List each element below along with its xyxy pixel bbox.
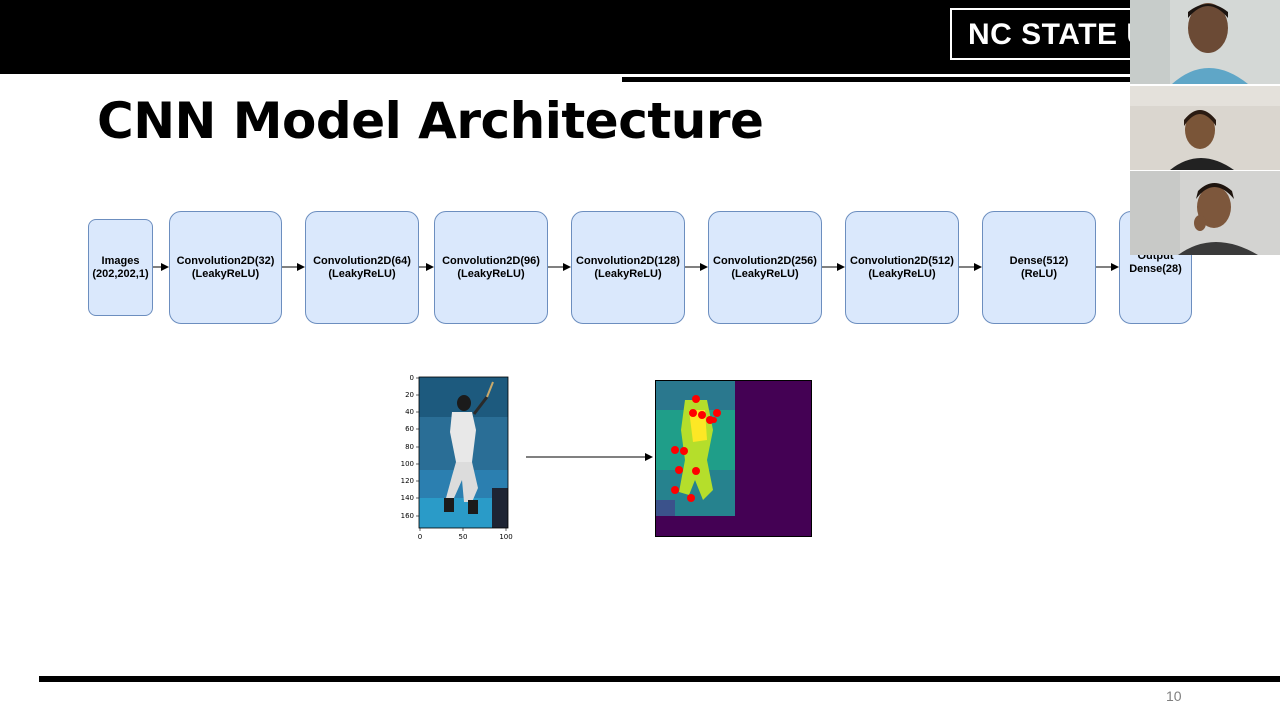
participant-video[interactable] [1130, 0, 1280, 84]
node-label: Convolution2D(256) [713, 255, 817, 267]
node-label: Convolution2D(128) [576, 255, 680, 267]
x-tick-label: 100 [499, 533, 512, 541]
participant-video[interactable] [1130, 86, 1280, 170]
node-images: Images(202,202,1) [88, 219, 153, 316]
node-dense512: Dense(512)(ReLU) [982, 211, 1096, 324]
university-logo: NC STATE UN [950, 8, 1150, 60]
node-sublabel: (ReLU) [1021, 268, 1057, 280]
node-conv32: Convolution2D(32)(LeakyReLU) [169, 211, 282, 324]
node-sublabel: (202,202,1) [92, 268, 148, 280]
logo-text: NC STATE UN [968, 18, 1150, 52]
y-tick-label: 80 [405, 443, 414, 451]
node-sublabel: (LeakyReLU) [594, 268, 661, 280]
footer-rule [39, 676, 1280, 682]
node-sublabel: Dense(28) [1129, 263, 1182, 275]
node-label: Convolution2D(96) [442, 255, 540, 267]
page-number: 10 [1166, 688, 1182, 704]
x-axis: 0 50 100 [418, 528, 513, 541]
node-sublabel: (LeakyReLU) [868, 268, 935, 280]
node-label: Convolution2D(32) [177, 255, 275, 267]
x-tick-label: 0 [418, 533, 422, 541]
y-tick-label: 20 [405, 391, 414, 399]
node-conv96: Convolution2D(96)(LeakyReLU) [434, 211, 548, 324]
participant-video[interactable] [1130, 171, 1280, 255]
node-label: Convolution2D(64) [313, 255, 411, 267]
y-tick-label: 160 [401, 512, 414, 520]
y-tick-label: 60 [405, 425, 414, 433]
slide-title: CNN Model Architecture [97, 92, 763, 150]
node-conv64: Convolution2D(64)(LeakyReLU) [305, 211, 419, 324]
node-sublabel: (LeakyReLU) [457, 268, 524, 280]
y-tick-label: 100 [401, 460, 414, 468]
y-tick-label: 40 [405, 408, 414, 416]
node-label: Convolution2D(512) [850, 255, 954, 267]
keypoint-heatmap [655, 380, 813, 538]
node-conv512: Convolution2D(512)(LeakyReLU) [845, 211, 959, 324]
node-conv128: Convolution2D(128)(LeakyReLU) [571, 211, 685, 324]
title-rule [622, 77, 1142, 82]
y-tick-label: 140 [401, 494, 414, 502]
y-tick-label: 120 [401, 477, 414, 485]
input-image-plot: 0 20 40 60 80 100 120 140 160 0 50 100 [392, 370, 522, 545]
x-tick-label: 50 [459, 533, 468, 541]
node-sublabel: (LeakyReLU) [192, 268, 259, 280]
y-tick-label: 0 [410, 374, 414, 382]
node-label: Images [102, 255, 140, 267]
node-label: Dense(512) [1010, 255, 1069, 267]
node-conv256: Convolution2D(256)(LeakyReLU) [708, 211, 822, 324]
y-axis: 0 20 40 60 80 100 120 140 160 [401, 374, 419, 520]
node-sublabel: (LeakyReLU) [731, 268, 798, 280]
node-sublabel: (LeakyReLU) [328, 268, 395, 280]
video-participants [1130, 0, 1280, 255]
